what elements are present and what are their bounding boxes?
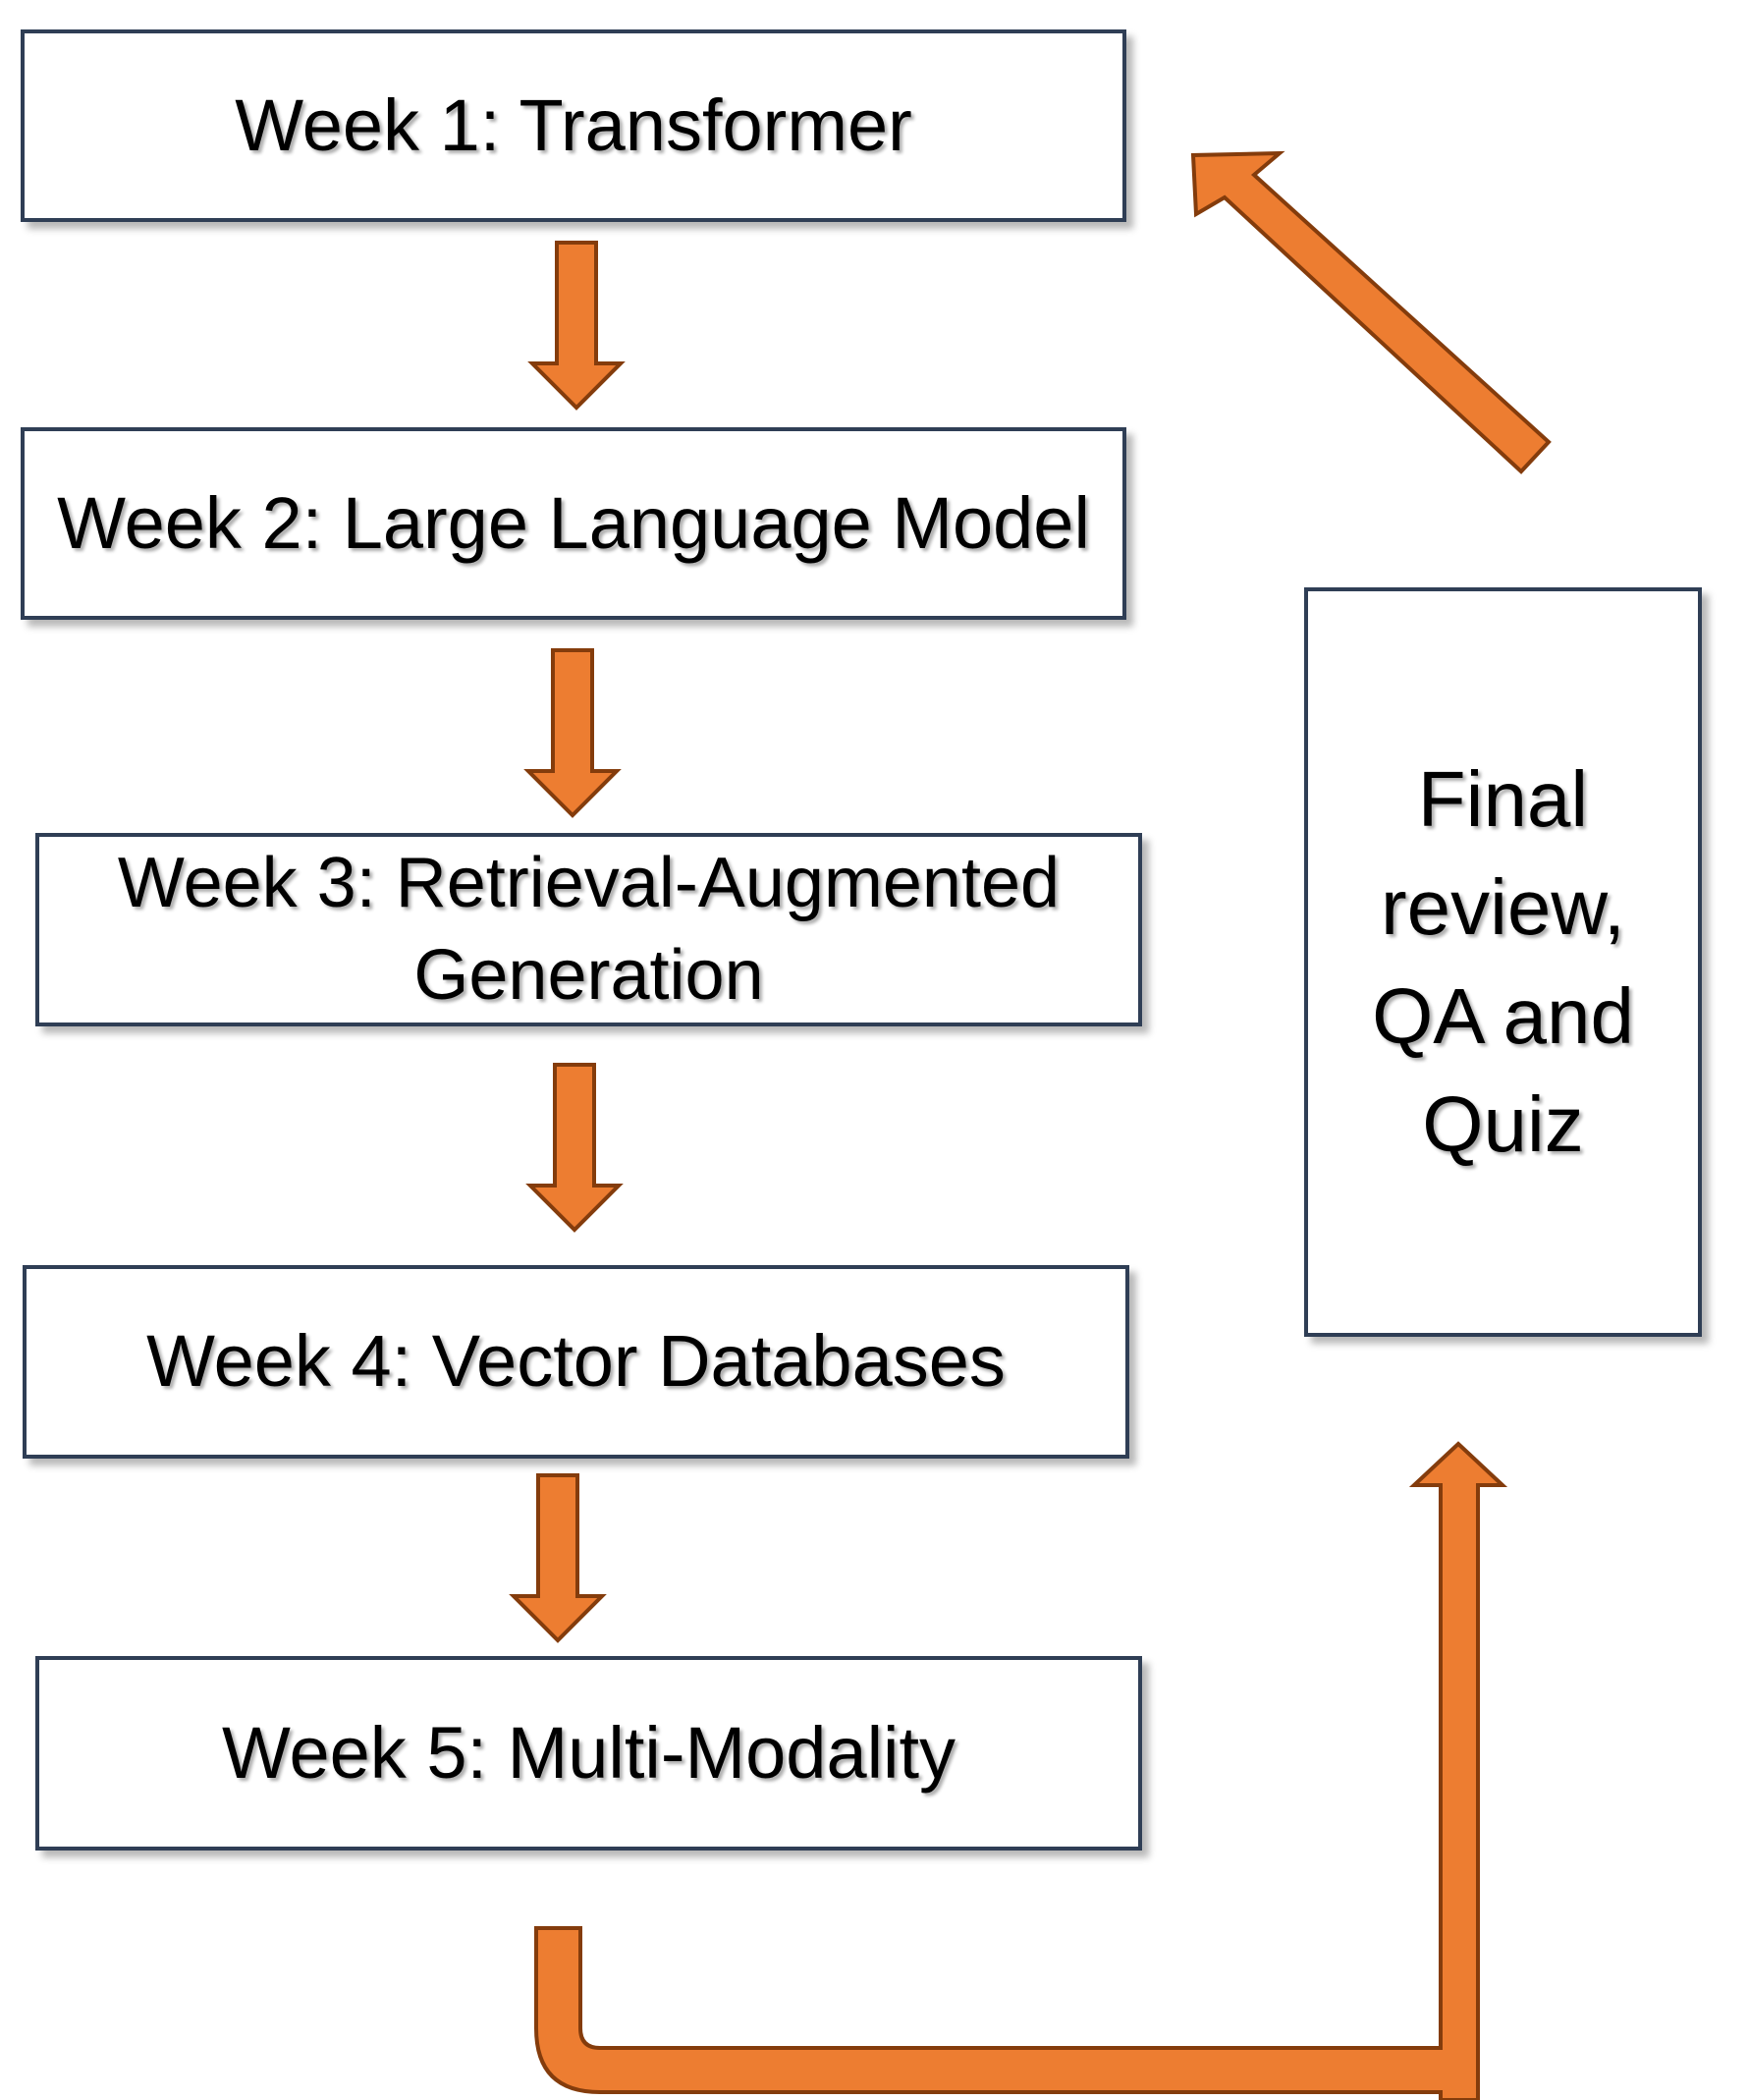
step-box-week-3: Week 3: Retrieval-Augmented Generation [35,833,1142,1026]
step-box-week-2: Week 2: Large Language Model [21,427,1126,620]
step-label-week-2: Week 2: Large Language Model [57,481,1090,564]
step-label-week-5: Week 5: Multi-Modality [221,1711,956,1794]
step-box-week-1: Week 1: Transformer [21,29,1126,222]
step-label-week-3: Week 3: Retrieval-Augmented Generation [117,843,1061,1015]
final-review-label: Final review, QA and Quiz [1372,754,1634,1168]
step-box-week-5: Week 5: Multi-Modality [35,1656,1142,1851]
final-review-box: Final review, QA and Quiz [1304,587,1702,1337]
arrow-week3-to-week4 [525,1063,624,1233]
arrow-week4-to-week5 [509,1473,607,1643]
arrow-week2-to-week3 [523,648,622,818]
arrow-final-to-week1 [1190,150,1552,474]
step-box-week-4: Week 4: Vector Databases [23,1265,1129,1459]
arrow-week1-to-week2 [527,241,626,411]
step-label-week-4: Week 4: Vector Databases [146,1320,1006,1403]
step-label-week-1: Week 1: Transformer [235,83,912,166]
